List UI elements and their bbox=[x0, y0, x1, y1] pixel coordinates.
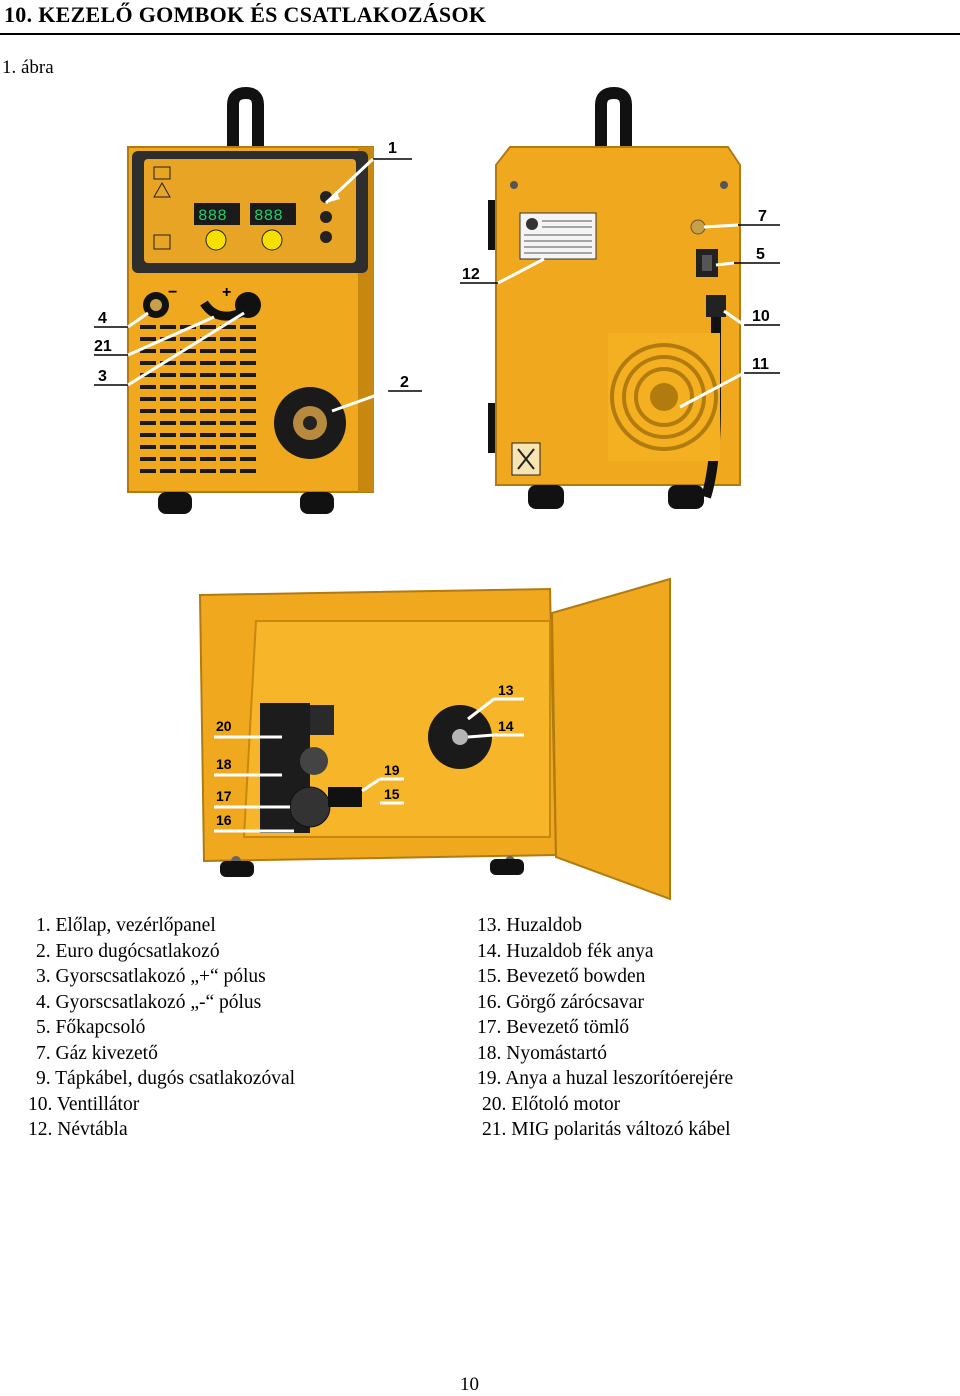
legend-item: 2. Euro dugócsatlakozó bbox=[36, 940, 220, 962]
legend-right: 13. Huzaldob 14. Huzaldob fék anya 15. B… bbox=[477, 913, 733, 1143]
legend-item: 3. Gyorscsatlakozó „+“ pólus bbox=[36, 966, 266, 987]
callout-19: 19 bbox=[384, 762, 400, 778]
callout-7: 7 bbox=[758, 208, 767, 225]
callout-4: 4 bbox=[98, 310, 107, 327]
svg-text:888: 888 bbox=[198, 207, 227, 225]
figure-caption: 1. ábra bbox=[2, 57, 54, 78]
section-heading: 10. KEZELŐ GOMBOK ÉS CSATLAKOZÁSOK bbox=[4, 2, 487, 27]
svg-text:888: 888 bbox=[254, 207, 283, 225]
inside-view-photo: 20 18 17 16 19 15 13 14 bbox=[198, 577, 671, 901]
legend-item: 5. Főkapcsoló bbox=[36, 1017, 146, 1038]
legend-item: 19. Anya a huzal leszorítóerejére bbox=[477, 1068, 734, 1089]
legend-item: 1. Előlap, vezérlőpanel bbox=[36, 915, 216, 936]
legend-item: 15. Bevezető bowden bbox=[477, 966, 646, 987]
legend-item: 21. MIG polaritás változó kábel bbox=[482, 1119, 731, 1140]
front-view-photo: 888 888 − + 1 4 21 bbox=[94, 86, 422, 514]
legend-item: 9. Tápkábel, dugós csatlakozóval bbox=[36, 1068, 296, 1089]
callout-11: 11 bbox=[752, 356, 769, 373]
legend-item: 20. Előtoló motor bbox=[482, 1093, 621, 1115]
back-view-photo: 7 5 12 10 11 bbox=[460, 86, 780, 509]
legend-item: 16. Görgő zárócsavar bbox=[477, 991, 644, 1013]
legend-item: 12. Névtábla bbox=[28, 1119, 128, 1140]
legend-left: 1. Előlap, vezérlőpanel 2. Euro dugócsat… bbox=[28, 913, 296, 1143]
callout-3: 3 bbox=[98, 368, 107, 385]
legend-item: 4. Gyorscsatlakozó „-“ pólus bbox=[36, 991, 262, 1013]
callout-21: 21 bbox=[94, 338, 112, 355]
callout-14: 14 bbox=[498, 718, 514, 734]
page-number: 10 bbox=[460, 1374, 479, 1395]
callout-5: 5 bbox=[756, 246, 765, 263]
callout-18: 18 bbox=[216, 756, 232, 772]
legend-item: 13. Huzaldob bbox=[477, 915, 583, 936]
legend-item: 18. Nyomástartó bbox=[477, 1042, 607, 1064]
callout-10: 10 bbox=[752, 308, 770, 325]
callout-17: 17 bbox=[216, 788, 232, 804]
legend-item: 7. Gáz kivezető bbox=[36, 1042, 158, 1064]
callout-13: 13 bbox=[498, 682, 514, 698]
legend-item: 10. Ventillátor bbox=[28, 1093, 140, 1115]
minus-sign: − bbox=[168, 284, 177, 301]
callout-20: 20 bbox=[216, 718, 232, 734]
legend-item: 14. Huzaldob fék anya bbox=[477, 940, 654, 962]
callout-12: 12 bbox=[462, 266, 480, 283]
plus-sign: + bbox=[222, 284, 231, 301]
callout-15: 15 bbox=[384, 786, 400, 802]
callout-16: 16 bbox=[216, 812, 232, 828]
callout-2: 2 bbox=[400, 374, 409, 391]
heading-rule bbox=[0, 33, 960, 35]
legend-item: 17. Bevezető tömlő bbox=[477, 1017, 630, 1038]
callout-1: 1 bbox=[388, 140, 397, 157]
